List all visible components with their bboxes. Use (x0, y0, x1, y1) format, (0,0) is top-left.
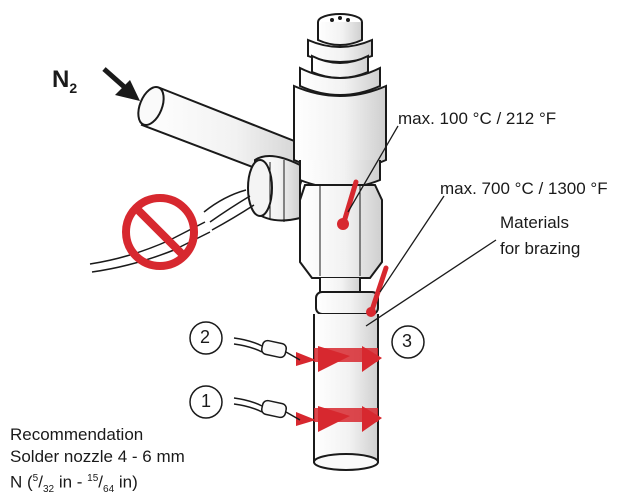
thermocouple-wire-2 (233, 337, 301, 361)
recommendation-block: Recommendation Solder nozzle 4 - 6 mm N … (10, 424, 185, 501)
max-temp-mid-label: max. 700 °C / 1300 °F (440, 179, 608, 198)
brazing-band-upper (296, 346, 382, 372)
callout-2-label: 2 (200, 327, 211, 347)
max-temp-top-label: max. 100 °C / 212 °F (398, 109, 557, 128)
materials-label-line1: Materials (500, 213, 569, 232)
materials-label-line2: for brazing (500, 239, 581, 258)
callout-3-label: 3 (402, 331, 413, 351)
callout-1-label: 1 (201, 391, 212, 411)
recommendation-inches: N (5/32 in - 15/64 in) (10, 472, 138, 496)
thermometer-probe-icon (337, 179, 389, 317)
nitrogen-label: N2 (52, 66, 78, 96)
callout-circles (189, 321, 425, 419)
recommendation-title: Recommendation (10, 425, 144, 444)
nitrogen-arrow-icon (102, 67, 140, 101)
leader-lines (347, 125, 497, 327)
outlet-pipe (313, 291, 379, 471)
valve-body (299, 184, 383, 297)
no-flame-prohibited-icon (122, 194, 198, 270)
recommendation-nozzle: Solder nozzle 4 - 6 mm (10, 447, 185, 466)
valve-connector (293, 13, 387, 189)
brazing-band-lower (296, 406, 382, 432)
inlet-fitting (247, 155, 301, 222)
thermocouple-wire-1 (233, 397, 301, 421)
